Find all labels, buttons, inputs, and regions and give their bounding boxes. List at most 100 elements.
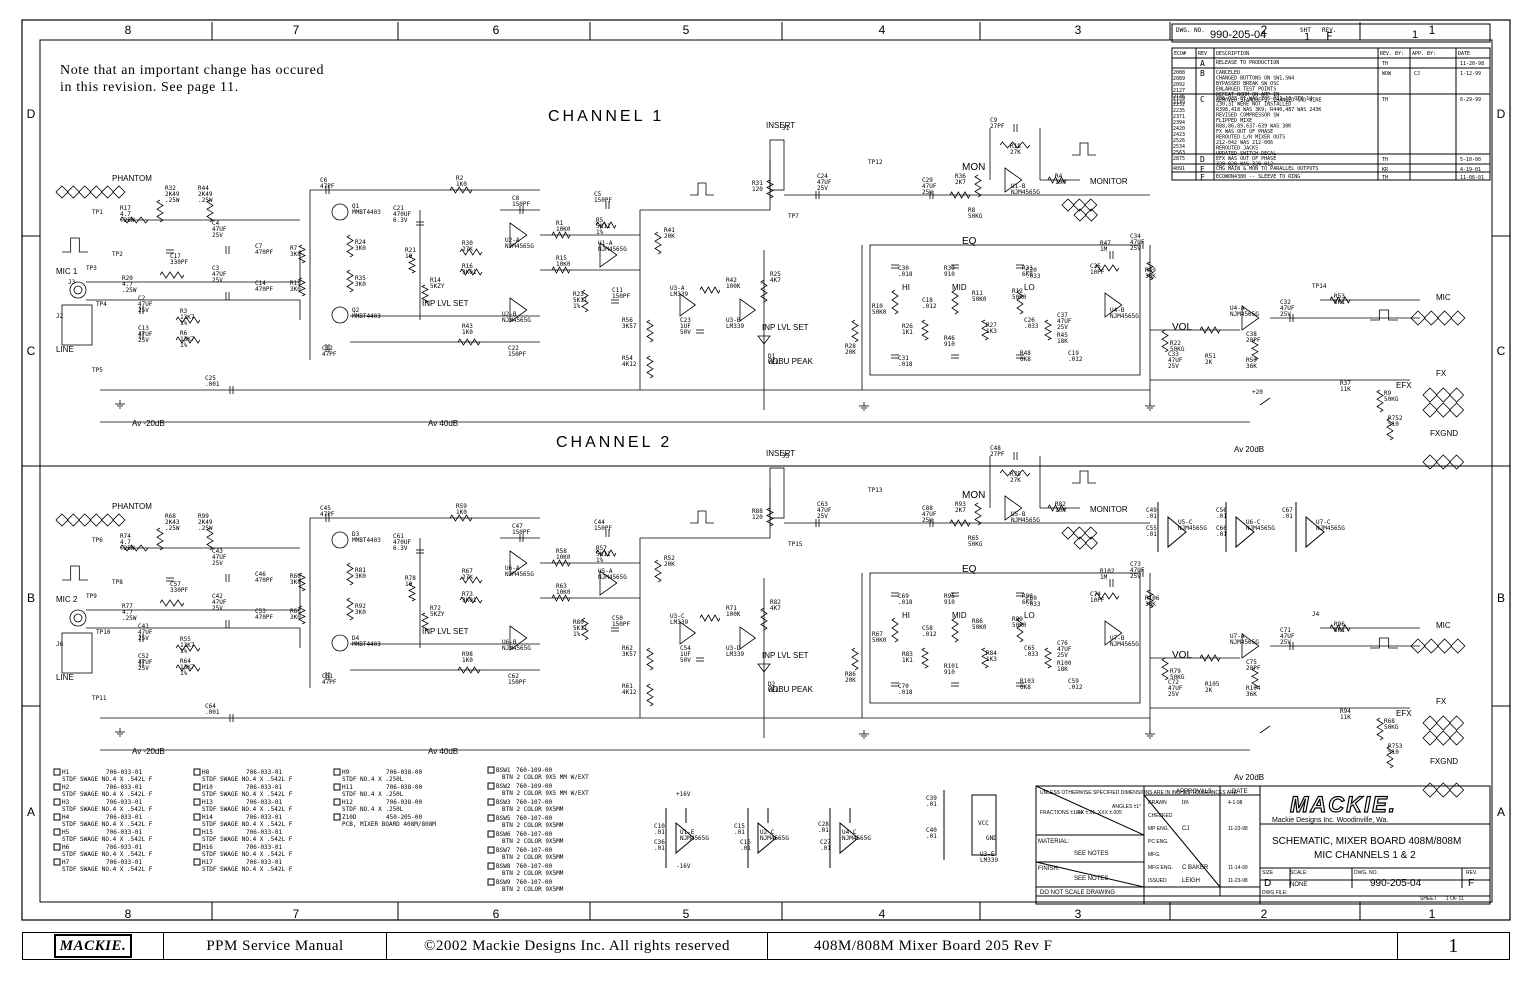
grid-column-bottom-5: 5 (683, 907, 690, 921)
rev-date: 4-19-01 (1460, 167, 1481, 173)
rev-letter: A (1200, 59, 1205, 68)
approval-row-label: MFG. (1148, 852, 1161, 858)
rev-desc: ECOWDN4380 -- SLEEVE TO RING (1216, 174, 1300, 180)
finish-value: SEE NOTES (1074, 876, 1108, 882)
signal-label: Av 40dB (428, 747, 458, 756)
btn-id: BSW2 (496, 783, 511, 790)
hw-id: H9 (342, 769, 350, 776)
part-ref: C65.033 (1024, 645, 1039, 658)
btn-desc: BTN 2 COLOR 9X5 MM W/EXT (502, 790, 589, 797)
signal-label: Av -20dB (132, 747, 165, 756)
drawing-title-2: MIC CHANNELS 1 & 2 (1314, 850, 1416, 861)
hw-id: H3 (62, 799, 70, 806)
hw-id: H12 (342, 799, 353, 806)
btn-id: BSW3 (496, 799, 511, 806)
signal-label: FXGND (1430, 429, 1458, 438)
grid-row-right-B: B (1497, 591, 1505, 605)
hw-id: H14 (202, 814, 213, 821)
grid-column-bottom-6: 6 (493, 907, 500, 921)
rev-eco: 2136 (1173, 94, 1185, 100)
signal-label: 0DBU PEAK (768, 685, 814, 694)
tolerance-decimals: .XX ±.01 .XXX ±.005 (1076, 810, 1122, 816)
rev-letter: B (1200, 69, 1205, 78)
rev-header: REV. BY: (1380, 51, 1404, 57)
hw-desc: STDF SWAGE NO.4 X .542L F (202, 821, 293, 828)
btn-desc: BTN 2 COLOR 9X5MM (502, 838, 564, 845)
rev-eco: 2139 (1173, 100, 1185, 106)
btn-desc: BTN 2 COLOR 9X5MM (502, 806, 564, 813)
rev-app: CJ (1414, 71, 1420, 77)
hw-id: H16 (202, 844, 213, 851)
part-ref: TP13 (868, 487, 883, 494)
grid-column-bottom-4: 4 (879, 907, 886, 921)
rev-eco: 2423 (1173, 132, 1185, 138)
rev-header: DATE (1458, 51, 1470, 57)
rev-eco: 4091 (1173, 166, 1185, 172)
hw-id: H2 (62, 784, 70, 791)
hw-desc: STDF SWAGE NO.4 X .542L F (62, 806, 153, 813)
part-ref: TP11 (92, 695, 107, 702)
part-ref: TP15 (788, 541, 803, 548)
approval-row-date: 11-23-98 (1228, 878, 1248, 884)
signal-label: PHANTOM (112, 174, 152, 183)
btn-pn: 760-107-00 (516, 815, 553, 822)
grid-row-right-D: D (1497, 107, 1506, 121)
approval-row-date: 11-23-98 (1228, 826, 1248, 832)
hw-pn: 706-033-01 (246, 814, 283, 821)
rev-by: TH (1382, 157, 1388, 163)
rev-by: TH (1382, 97, 1388, 103)
part-ref: TP10 (96, 629, 111, 636)
signal-label: EFX (1396, 709, 1412, 718)
hw-id: H15 (202, 829, 213, 836)
hw-desc: STDF NO.4 X .250L (342, 806, 404, 813)
btn-pn: 760-107-00 (516, 847, 553, 854)
footer-manual: PPM Service Manual (164, 933, 387, 959)
grid-column-bottom-3: 3 (1075, 907, 1082, 921)
part-ref: TP8 (112, 579, 123, 586)
dwg-file-label: DWG FILE: (1262, 890, 1288, 896)
rev-desc: R88,86,89,637-639 WAS 30K (1216, 124, 1291, 130)
power-part-ref: C49.01 (1146, 507, 1157, 520)
rev-label: REV. (1322, 27, 1336, 34)
signal-label: INP LVL SET (422, 627, 469, 636)
part-ref: J6 (56, 641, 64, 648)
dwg-value: 990-205-04 (1370, 878, 1422, 889)
rev: F (1326, 30, 1333, 43)
part-ref: C18.012 (922, 297, 937, 310)
signal-label: INP LVL SET (762, 323, 809, 332)
hw-id: H10 (202, 784, 213, 791)
grid-column-top-1: 1 (1429, 23, 1436, 37)
rev-desc: 212-042 WAS 212-006 (1216, 140, 1273, 146)
grid-column-top-6: 6 (493, 23, 500, 37)
part-ref: TP9 (86, 593, 97, 600)
part-ref: C20.033 (1026, 267, 1041, 280)
